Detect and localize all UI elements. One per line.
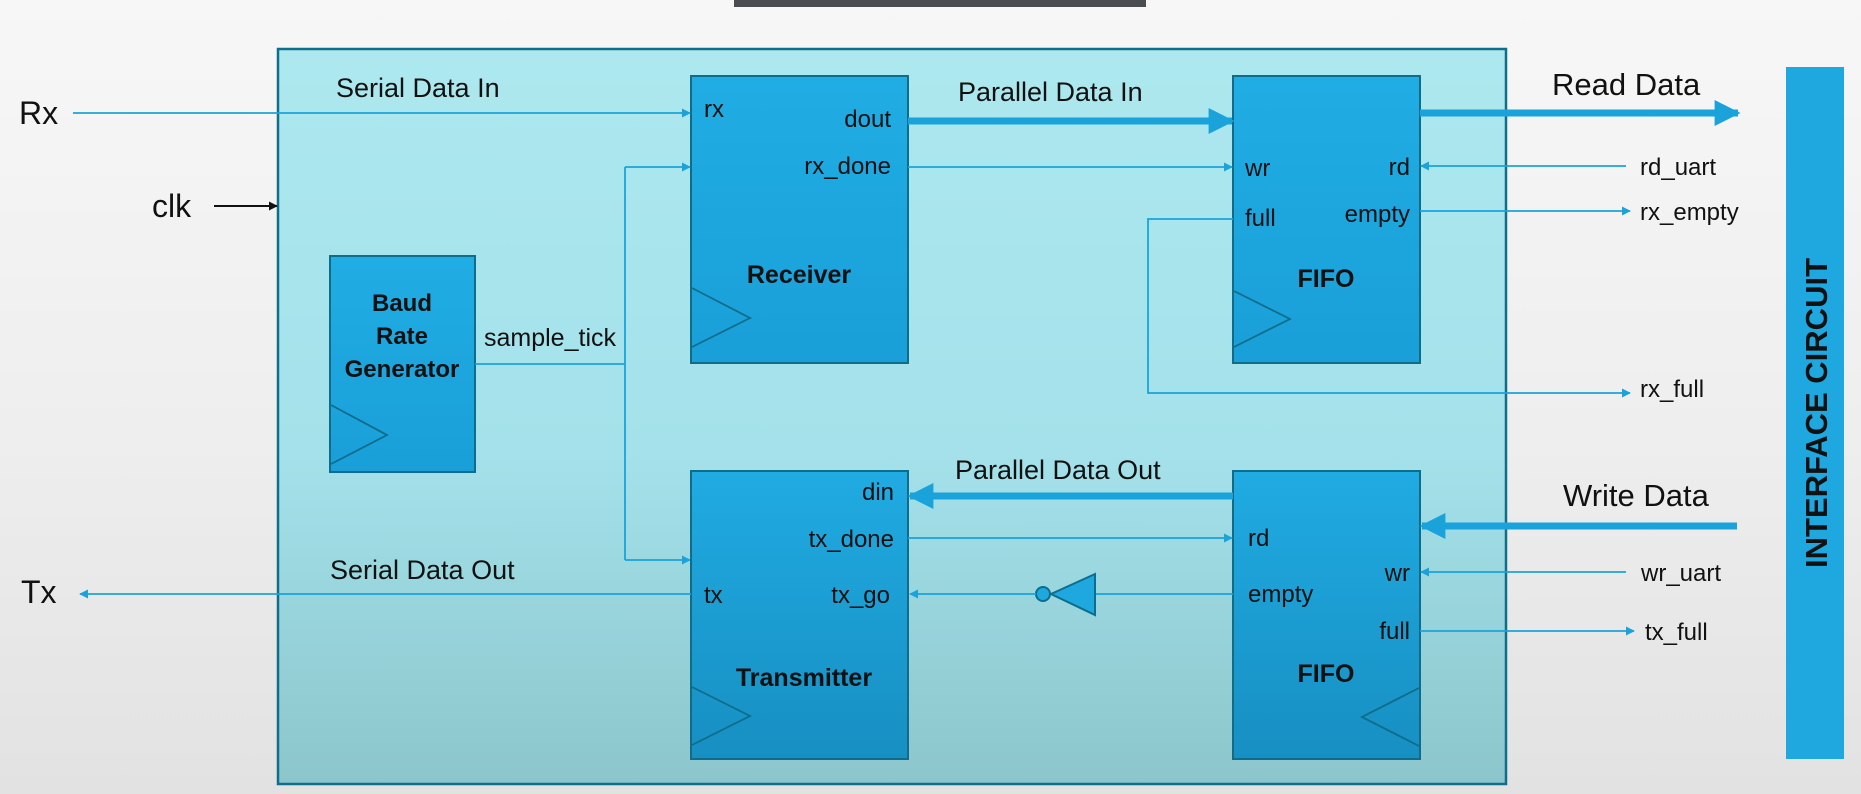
read-data-label: Read Data (1552, 67, 1701, 102)
fifo-tx-block (1232, 470, 1421, 760)
receiver-port-rx: rx (704, 96, 724, 123)
inverter-icon (1048, 572, 1096, 617)
fifo-tx-title: FIFO (1298, 660, 1355, 688)
baud-rate-generator-block (329, 255, 476, 473)
rx-empty-label: rx_empty (1640, 199, 1739, 226)
tx-label: Tx (21, 574, 57, 610)
clock-input-icon (691, 287, 752, 348)
inverter-bubble-icon (1035, 586, 1051, 602)
clock-input-icon (691, 686, 753, 746)
fifo-rx-port-wr: wr (1244, 155, 1270, 182)
fifo-rx-port-full: full (1245, 205, 1276, 232)
fifo-tx-port-empty: empty (1248, 581, 1313, 608)
write-data-label: Write Data (1563, 478, 1710, 513)
serial-data-out-label: Serial Data Out (330, 555, 515, 585)
fifo-tx-port-rd: rd (1248, 525, 1269, 552)
transmitter-port-din: din (862, 479, 894, 506)
clock-input-icon (1360, 687, 1420, 747)
parallel-data-in-label: Parallel Data In (958, 77, 1143, 107)
receiver-title: Receiver (747, 261, 852, 289)
fifo-rx-title: FIFO (1298, 265, 1355, 293)
wr-uart-label: wr_uart (1640, 560, 1721, 587)
transmitter-port-tx-done: tx_done (809, 526, 894, 553)
transmitter-port-tx-go: tx_go (831, 582, 890, 609)
baud-label-line1: Baud (372, 290, 432, 317)
clock-input-icon (330, 404, 389, 465)
clk-label: clk (152, 188, 192, 224)
fifo-tx-port-wr: wr (1384, 560, 1410, 587)
transmitter-title: Transmitter (736, 664, 872, 692)
receiver-port-dout: dout (844, 106, 891, 133)
sample-tick-label: sample_tick (484, 324, 616, 352)
fifo-rx-block (1232, 75, 1421, 364)
rx-label: Rx (19, 95, 58, 131)
transmitter-block (690, 470, 909, 760)
baud-label-line2: Rate (376, 323, 428, 350)
parallel-data-out-label: Parallel Data Out (955, 455, 1161, 485)
wire-rx-full (1147, 218, 1631, 398)
fifo-rx-port-rd: rd (1389, 154, 1410, 181)
fifo-rx-port-empty: empty (1345, 201, 1410, 228)
clock-input-icon (1233, 290, 1293, 348)
baud-label-line3: Generator (345, 356, 460, 383)
top-bar (734, 0, 1146, 7)
fifo-tx-port-full: full (1379, 618, 1410, 645)
interface-circuit-bar (1786, 67, 1844, 759)
transmitter-port-tx: tx (704, 582, 723, 609)
rd-uart-label: rd_uart (1640, 154, 1716, 181)
rx-full-label: rx_full (1640, 376, 1704, 403)
interface-circuit-label: INTERFACE CIRCUIT (1799, 258, 1834, 568)
serial-data-in-label: Serial Data In (336, 73, 500, 103)
tx-full-label: tx_full (1645, 619, 1708, 646)
receiver-block (690, 75, 909, 364)
receiver-port-rx-done: rx_done (804, 153, 891, 180)
